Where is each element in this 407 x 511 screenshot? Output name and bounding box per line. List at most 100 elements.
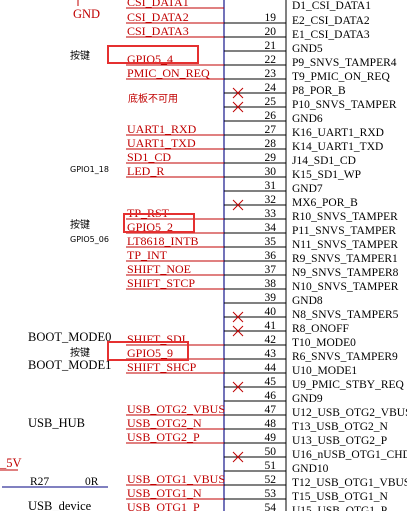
key-note-2: 按键 — [70, 218, 90, 231]
unusable-note: 底板不可用 — [128, 92, 178, 105]
pin-function-label: U15_USB_OTG1_P — [292, 505, 387, 511]
pin-number: 36 — [265, 250, 277, 262]
pin-function-label: T12_USB_OTG1_VBUS — [292, 477, 407, 489]
net-label: UART1_TXD — [127, 136, 196, 150]
pin-number: 38 — [265, 278, 277, 290]
pin-number: 22 — [265, 54, 277, 66]
net-label: USB_OTG1_N — [127, 486, 202, 500]
net-label: LED_R — [127, 164, 164, 178]
pin-function-label: U10_MODE1 — [292, 365, 357, 377]
pin-number: 23 — [265, 68, 277, 80]
no-connect-mark — [232, 87, 244, 99]
pin-function-label: K15_SD1_WP — [292, 169, 361, 181]
pin-number: 37 — [265, 264, 277, 276]
pin-function-label: U13_USB_OTG2_P — [292, 435, 387, 447]
net-label: USB_OTG2_N — [127, 416, 202, 430]
pin-function-label: T10_MODE0 — [292, 337, 356, 349]
net-label: TP_INT — [127, 248, 168, 262]
pin-function-label: N11_SNVS_TAMPER — [292, 239, 398, 251]
r27-value: 0R — [85, 476, 99, 488]
pin-number: 41 — [265, 320, 277, 332]
pin-function-label: MX6_POR_B — [292, 197, 358, 209]
pin-function-label: GND5 — [292, 43, 323, 55]
boot-mode0-label: BOOT_MODE0 — [28, 330, 111, 344]
pin-number: 29 — [265, 152, 277, 164]
no-connect-mark — [232, 381, 244, 393]
pin-function-label: N9_SNVS_TAMPER8 — [292, 267, 399, 279]
pin-function-label: K14_UART1_TXD — [292, 141, 383, 153]
net-label: CSI_DATA2 — [127, 10, 189, 24]
net-label: USB_OTG2_P — [127, 430, 200, 444]
pin-function-label: GND7 — [292, 183, 323, 195]
no-connect-mark — [232, 325, 244, 337]
r27-label: R27 — [30, 476, 49, 488]
pin-number: 24 — [265, 82, 277, 94]
net-label: USB_OTG1_VBUS — [127, 472, 225, 486]
pin-function-label: T9_PMIC_ON_REQ — [292, 71, 390, 83]
boot-mode1-label: BOOT_MODE1 — [28, 358, 111, 372]
net-label: USB_OTG1_P — [127, 500, 200, 511]
no-connect-mark — [232, 451, 244, 463]
net-label: CSI_DATA3 — [127, 24, 189, 38]
pin-function-label: T15_USB_OTG1_N — [292, 491, 389, 503]
pin-function-label: U12_USB_OTG2_VBUS — [292, 407, 407, 419]
net-label: GPIO5_2 — [127, 220, 173, 234]
pin-number: 43 — [265, 348, 277, 360]
pin-number: 32 — [265, 194, 277, 206]
net-label: SHIFT_SDI — [127, 332, 186, 346]
net-label: SHIFT_NOE — [127, 262, 191, 276]
highlight-box-gpio5-2 — [123, 213, 195, 233]
pin-function-label: R10_SNVS_TAMPER — [292, 211, 398, 223]
top-partial-signal: CSI_DATA1 — [127, 0, 189, 9]
key-note-1: 按键 — [70, 49, 90, 62]
pin-number: 26 — [265, 110, 277, 122]
gpio1-18-label: GPIO1_18 — [70, 165, 109, 174]
key-note-3: 按键 — [70, 346, 90, 359]
net-label: USB_OTG2_VBUS — [127, 402, 225, 416]
net-label: PMIC_ON_REQ — [127, 66, 210, 80]
pin-number: 19 — [265, 12, 277, 24]
pin-function-label: GND8 — [292, 295, 323, 307]
pin-number: 47 — [265, 404, 277, 416]
pin-function-label: GND10 — [292, 463, 329, 475]
pin-number: 39 — [265, 292, 277, 304]
pin-number: 48 — [265, 418, 277, 430]
pin-number: 27 — [265, 124, 277, 136]
net-label: GPIO5_9 — [127, 346, 173, 360]
pin-function-label: K16_UART1_RXD — [292, 127, 384, 139]
pin-number: 31 — [265, 180, 277, 192]
pin-function-label: R6_SNVS_TAMPER9 — [292, 351, 398, 363]
no-connect-mark — [232, 199, 244, 211]
pin-function-label: N8_SNVS_TAMPER5 — [292, 309, 399, 321]
pin-function-label: GND6 — [292, 113, 323, 125]
net-label: UART1_RXD — [127, 122, 197, 136]
pin-function-label: T13_USB_OTG2_N — [292, 421, 389, 433]
pin-function-label: P10_SNVS_TAMPER — [292, 99, 397, 111]
pin-number: 20 — [265, 26, 277, 38]
pin-number: 51 — [265, 460, 277, 472]
net-label: LT8618_INTB — [127, 234, 199, 248]
pin-number: 46 — [265, 390, 277, 402]
pin-number: 40 — [265, 306, 277, 318]
pin-function-label: R9_SNVS_TAMPER1 — [292, 253, 398, 265]
net-label: SD1_CD — [127, 150, 171, 164]
pin-function-label: U9_PMIC_STBY_REQ — [292, 379, 405, 391]
pin-function-label: R8_ONOFF — [292, 323, 349, 335]
usb-device-label: USB_device — [28, 499, 92, 511]
pin-function-label: E1_CSI_DATA3 — [292, 29, 370, 41]
pin-function-label: J14_SD1_CD — [292, 155, 356, 167]
net-label: SHIFT_SHCP — [127, 360, 197, 374]
pin-number: 34 — [265, 222, 277, 234]
usb-hub-label: USB_HUB — [28, 416, 85, 430]
gnd-label: GND — [73, 7, 100, 21]
pin-number: 42 — [265, 334, 277, 346]
pin-number: 45 — [265, 376, 277, 388]
gpio5-06-label: GPIO5_06 — [70, 235, 109, 244]
pin-number: 52 — [265, 474, 277, 486]
pin-function-label: U16_nUSB_OTG1_CHD — [292, 449, 407, 461]
supply-5v-label: _5V — [0, 456, 22, 470]
no-connect-mark — [232, 311, 244, 323]
top-partial-right: D1_CSI_DATA1 — [292, 0, 371, 12]
